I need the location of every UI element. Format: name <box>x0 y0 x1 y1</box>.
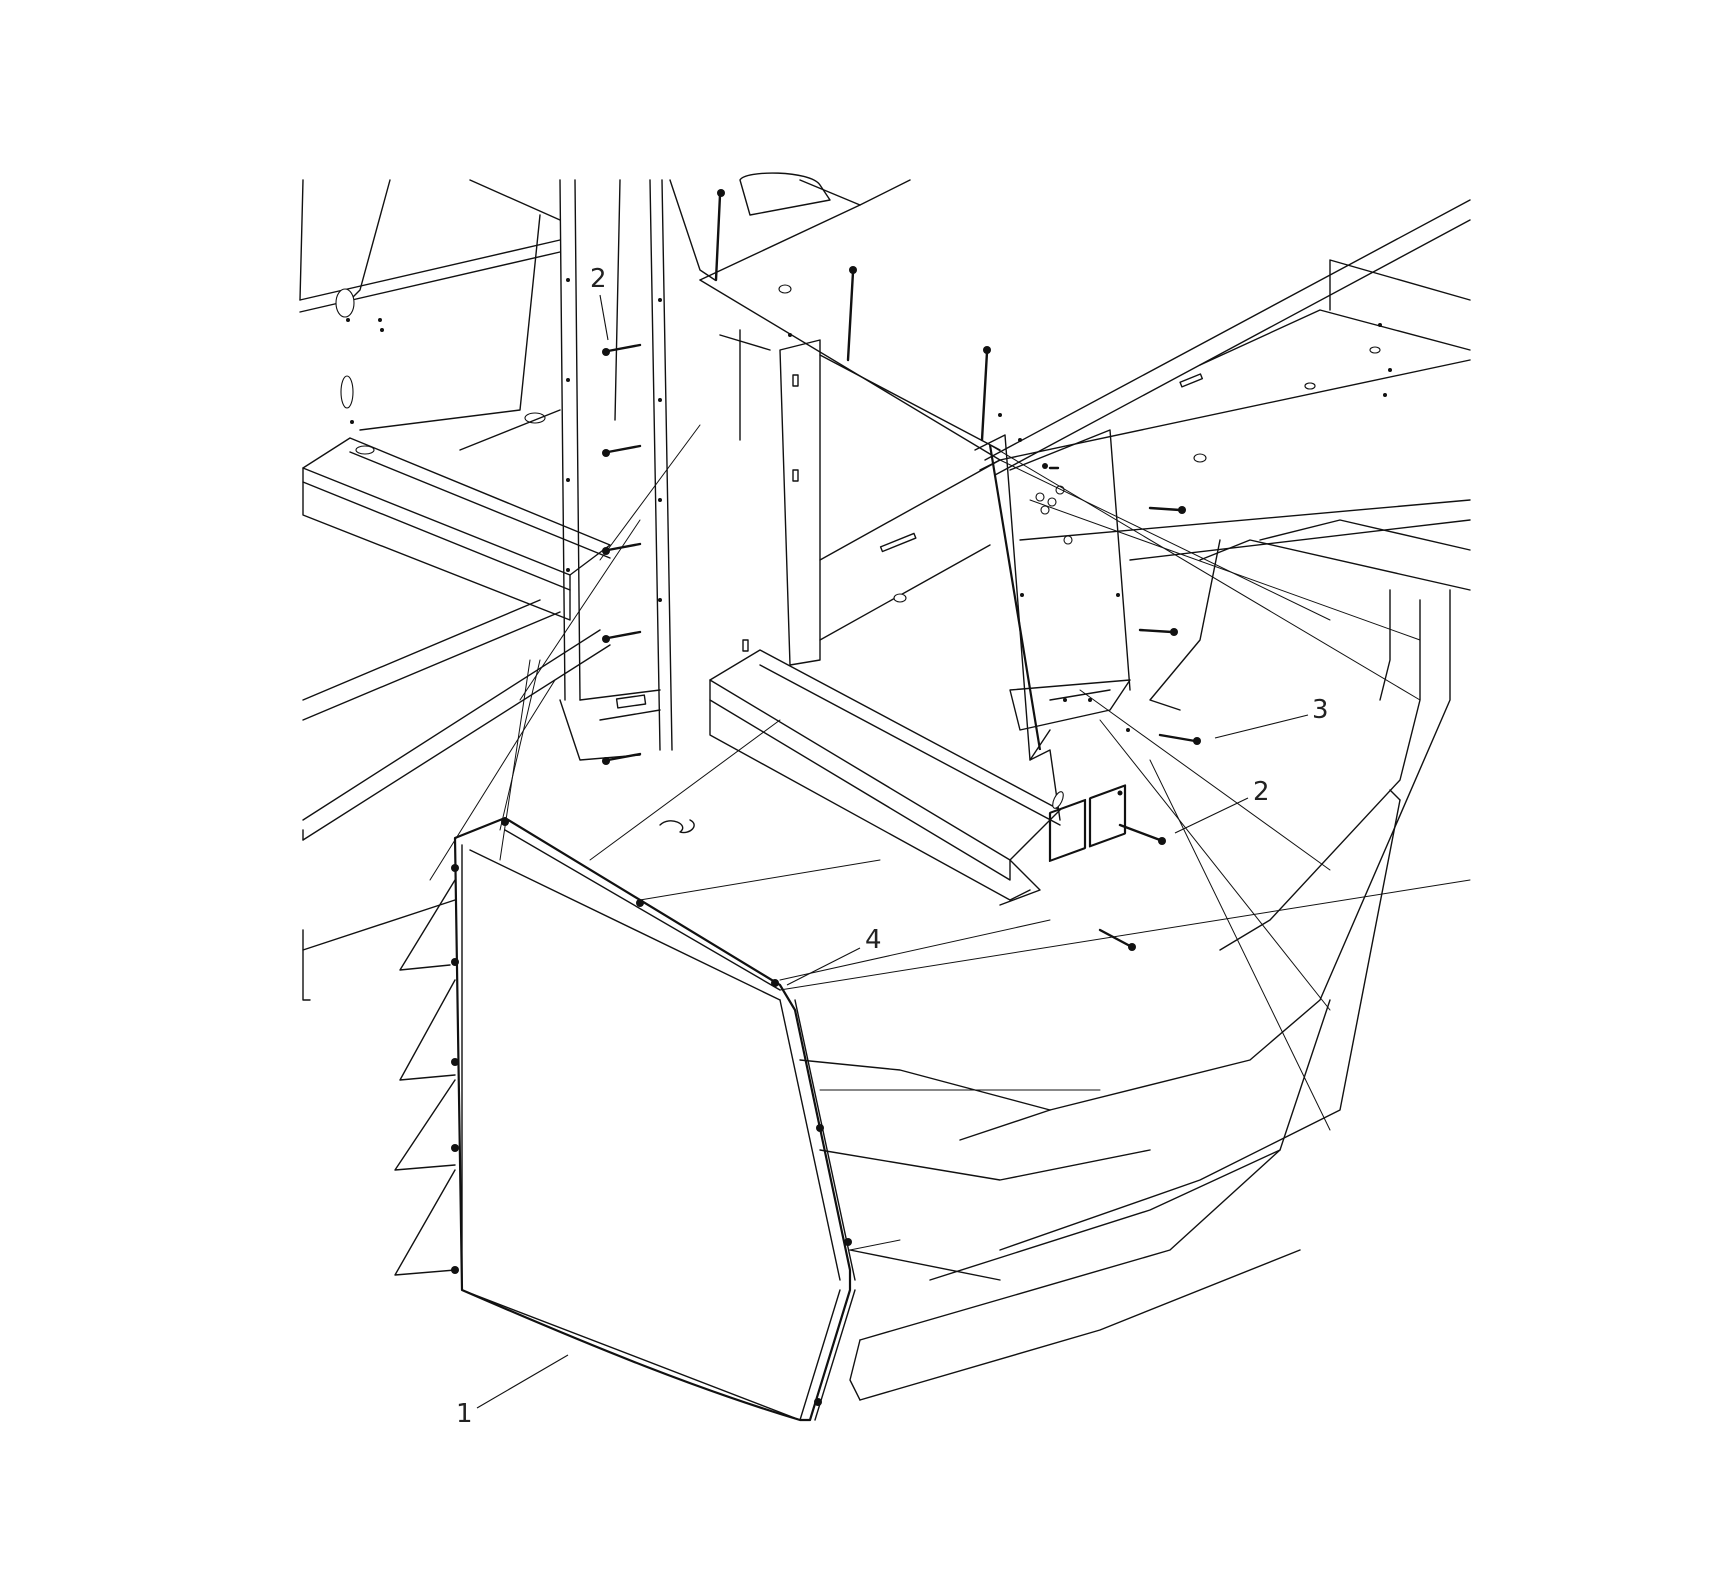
bolt <box>602 343 642 356</box>
callout-4: 4 <box>786 925 882 986</box>
assembly-leader-lines <box>429 424 1471 1251</box>
mounting-holes <box>346 278 1392 834</box>
bolt <box>714 189 725 282</box>
bolt <box>602 542 642 555</box>
panel-bracket-tabs <box>302 879 456 1276</box>
callout-label: 3 <box>1312 695 1329 725</box>
left-cross-tube <box>302 437 611 841</box>
bolt <box>846 266 857 362</box>
bolt <box>602 630 642 643</box>
callout-2-upper: 2 <box>590 264 609 341</box>
bolt <box>980 346 991 442</box>
bolt <box>1148 506 1186 514</box>
gusset-bracket <box>974 429 1131 761</box>
deflector-panel <box>453 816 856 1422</box>
bolt <box>1118 823 1166 845</box>
callout-3: 3 <box>1214 695 1329 739</box>
callout-1: 1 <box>456 1354 569 1429</box>
panel-fasteners <box>451 818 852 1406</box>
top-plate <box>669 172 911 281</box>
callout-label: 4 <box>865 925 882 955</box>
callout-label: 2 <box>590 264 607 294</box>
right-frame-rail <box>984 199 1471 561</box>
bolt <box>1158 733 1201 745</box>
callout-2-right: 2 <box>1174 777 1270 834</box>
callout-label: 1 <box>456 1399 473 1429</box>
bolt <box>602 444 642 457</box>
bolt <box>1042 463 1060 470</box>
deflector-outline <box>799 519 1471 1401</box>
bolt <box>1098 928 1136 951</box>
bolt <box>1138 628 1178 636</box>
bolt <box>602 752 642 765</box>
center-cross-tube <box>709 649 1127 906</box>
callout-label: 2 <box>1253 777 1270 807</box>
left-vertical-channel <box>559 179 771 761</box>
bolt-set <box>602 189 1201 951</box>
upper-left-frame <box>299 179 621 451</box>
